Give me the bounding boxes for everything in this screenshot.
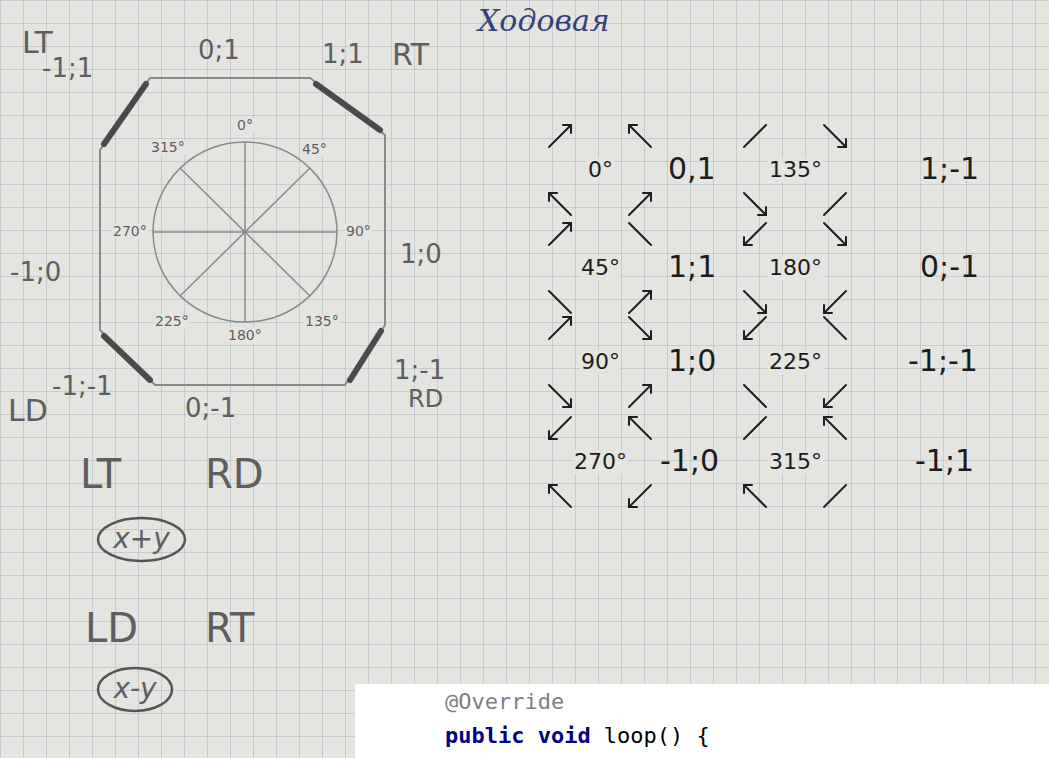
vector-label: 0;-1 [185,394,236,423]
circled-formula: x+y [96,516,187,563]
wheel-pair-name: LD [85,606,138,650]
angle-label: 135° [304,314,340,329]
corner-name: RT [392,38,429,71]
vector-label: 1;-1 [920,152,979,185]
vector-label: -1;0 [10,258,61,287]
vector-label: 1;0 [400,240,442,269]
angle-label: 315° [150,140,186,155]
corner-name: RD [408,386,443,412]
angle-label: 270° [573,450,628,474]
circled-formula: x-y [96,666,174,713]
vector-label: 0,1 [668,152,716,185]
vector-label: 1;1 [322,40,364,69]
code-keyword: void [538,723,591,748]
vector-label: -1;1 [915,444,974,477]
angle-label: 0° [587,158,614,182]
vector-label: 1;-1 [394,356,445,385]
angle-label: 180° [227,328,263,343]
angle-label: 90° [345,224,372,239]
corner-name: LD [8,394,48,427]
vector-label: -1;-1 [908,344,978,377]
angle-label: 45° [301,142,328,157]
angle-circle [153,142,337,322]
code-keyword: public [445,723,524,748]
angle-label: 180° [768,256,823,280]
angle-label: 135° [768,158,823,182]
vector-label: 1;0 [668,344,716,377]
formula-text: x-y [113,674,156,705]
angle-label: 225° [154,314,190,329]
vector-label: -1;-1 [52,372,113,401]
wheel-marks [104,84,381,380]
vector-label: 0;1 [198,36,240,65]
angle-label: 315° [768,450,823,474]
code-panel [355,684,1049,758]
wheel-pair-name: RD [205,452,264,496]
chassis-outline [100,78,385,385]
wheel-pair-name: LT [80,452,121,496]
angle-label: 270° [112,224,148,239]
vector-label: -1;0 [660,444,719,477]
angle-label: 0° [236,118,254,133]
title: Ходовая [478,4,610,37]
vector-label: -1;1 [42,54,93,83]
angle-label: 45° [580,256,621,280]
angle-label: 90° [580,350,621,374]
angle-label: 225° [768,350,823,374]
wheel-direction-arrows [549,125,846,507]
code-annotation: @Override [445,690,564,714]
code-text: loop() { [604,723,710,748]
code-line: public void loop() { [445,724,710,748]
vector-label: 0;-1 [920,250,979,283]
vector-label: 1;1 [668,250,716,283]
wheel-pair-name: RT [205,606,254,650]
formula-text: x+y [113,524,170,555]
